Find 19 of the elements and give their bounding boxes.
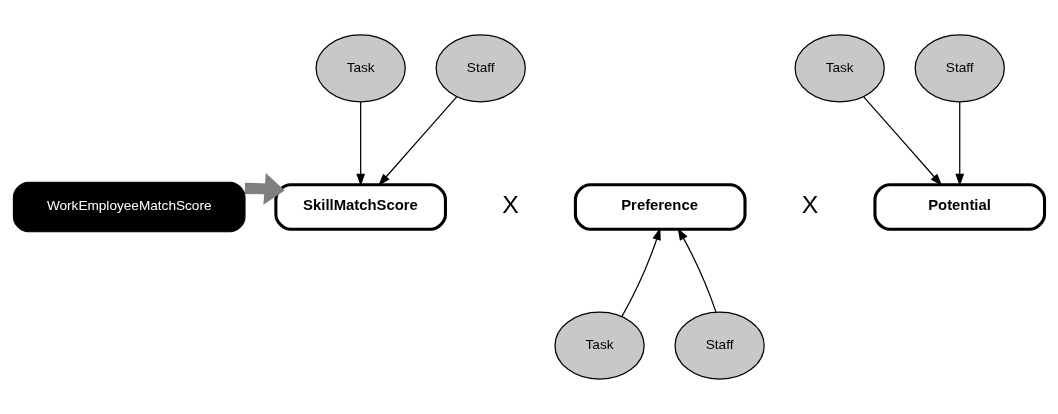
arrow [955, 101, 965, 187]
node-ellipse: Task [794, 34, 885, 103]
label: X [801, 191, 819, 219]
label: X [502, 191, 519, 219]
node-box: SkillMatchScore [274, 183, 447, 231]
arrow [863, 96, 943, 186]
node-ellipse: Task [554, 311, 645, 380]
arrow [621, 227, 661, 318]
node-ellipse: Staff [914, 34, 1005, 103]
arrow [677, 227, 717, 313]
node-box: Potential [873, 183, 1047, 231]
node-ellipse: Task [315, 34, 406, 103]
node-box: Preference [573, 183, 747, 231]
node-box: WorkEmployeeMatchScore [12, 181, 246, 233]
node-ellipse: Staff [674, 311, 765, 380]
arrow [244, 173, 285, 205]
arrow [356, 101, 365, 187]
node-ellipse: Staff [435, 34, 526, 103]
arrow [378, 96, 458, 186]
